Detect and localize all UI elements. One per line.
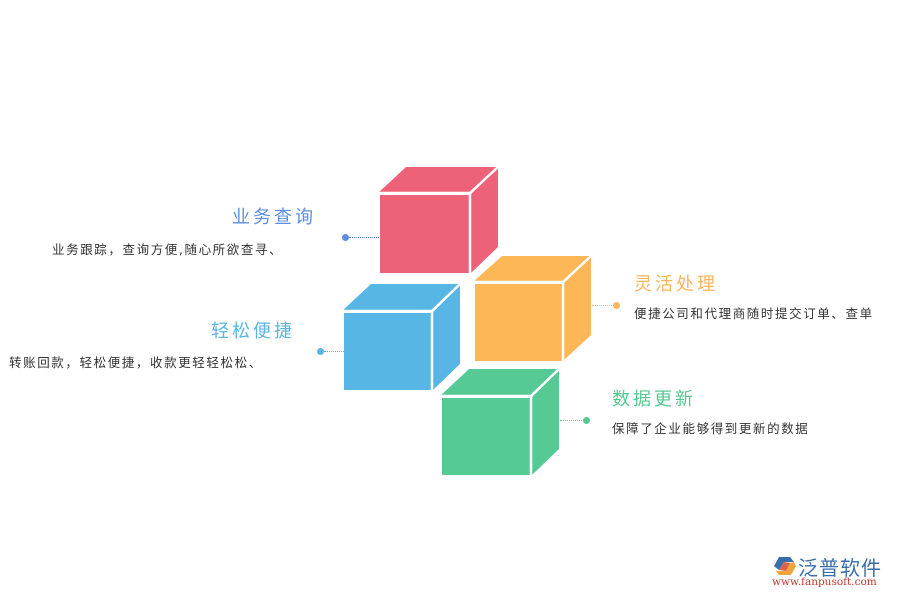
- cube-flexible-handling: [473, 255, 592, 362]
- flexible-handling-desc: 便捷公司和代理商随时提交订单、查单: [634, 306, 874, 321]
- logo-name: 泛普软件: [798, 556, 882, 580]
- fanpusoft-logo: 泛普软件 www.fanpusoft.com: [768, 552, 894, 592]
- easy-convenient-connector-dot: [317, 348, 324, 355]
- data-update-connector-dot: [583, 417, 590, 424]
- easy-convenient-title: 轻松便捷: [211, 321, 295, 342]
- business-query-desc: 业务跟踪，查询方便,随心所欲查寻、: [52, 242, 284, 257]
- data-update-title: 数据更新: [612, 389, 696, 410]
- easy-convenient-desc: 转账回款，轻松便捷，收款更轻轻松松、: [9, 355, 263, 370]
- data-update-connector-line: [560, 420, 584, 421]
- cube-business-query: [378, 166, 499, 274]
- cube-easy-convenient: [342, 283, 461, 392]
- easy-convenient-block: 轻松便捷: [211, 317, 295, 343]
- flexible-handling-connector-dot: [613, 302, 620, 309]
- easy-convenient-connector-line: [324, 351, 344, 352]
- flexible-handling-connector-line: [592, 305, 614, 306]
- business-query-connector-dot: [342, 234, 349, 241]
- logo-url: www.fanpusoft.com: [772, 576, 877, 588]
- data-update-desc: 保障了企业能够得到更新的数据: [612, 421, 810, 436]
- logo-mark-icon: [774, 557, 796, 575]
- business-query-block: 业务查询: [232, 203, 316, 229]
- business-query-connector-line: [349, 237, 379, 238]
- business-query-title: 业务查询: [232, 207, 316, 228]
- cube-data-update: [440, 368, 560, 477]
- flexible-handling-title: 灵活处理: [634, 274, 718, 295]
